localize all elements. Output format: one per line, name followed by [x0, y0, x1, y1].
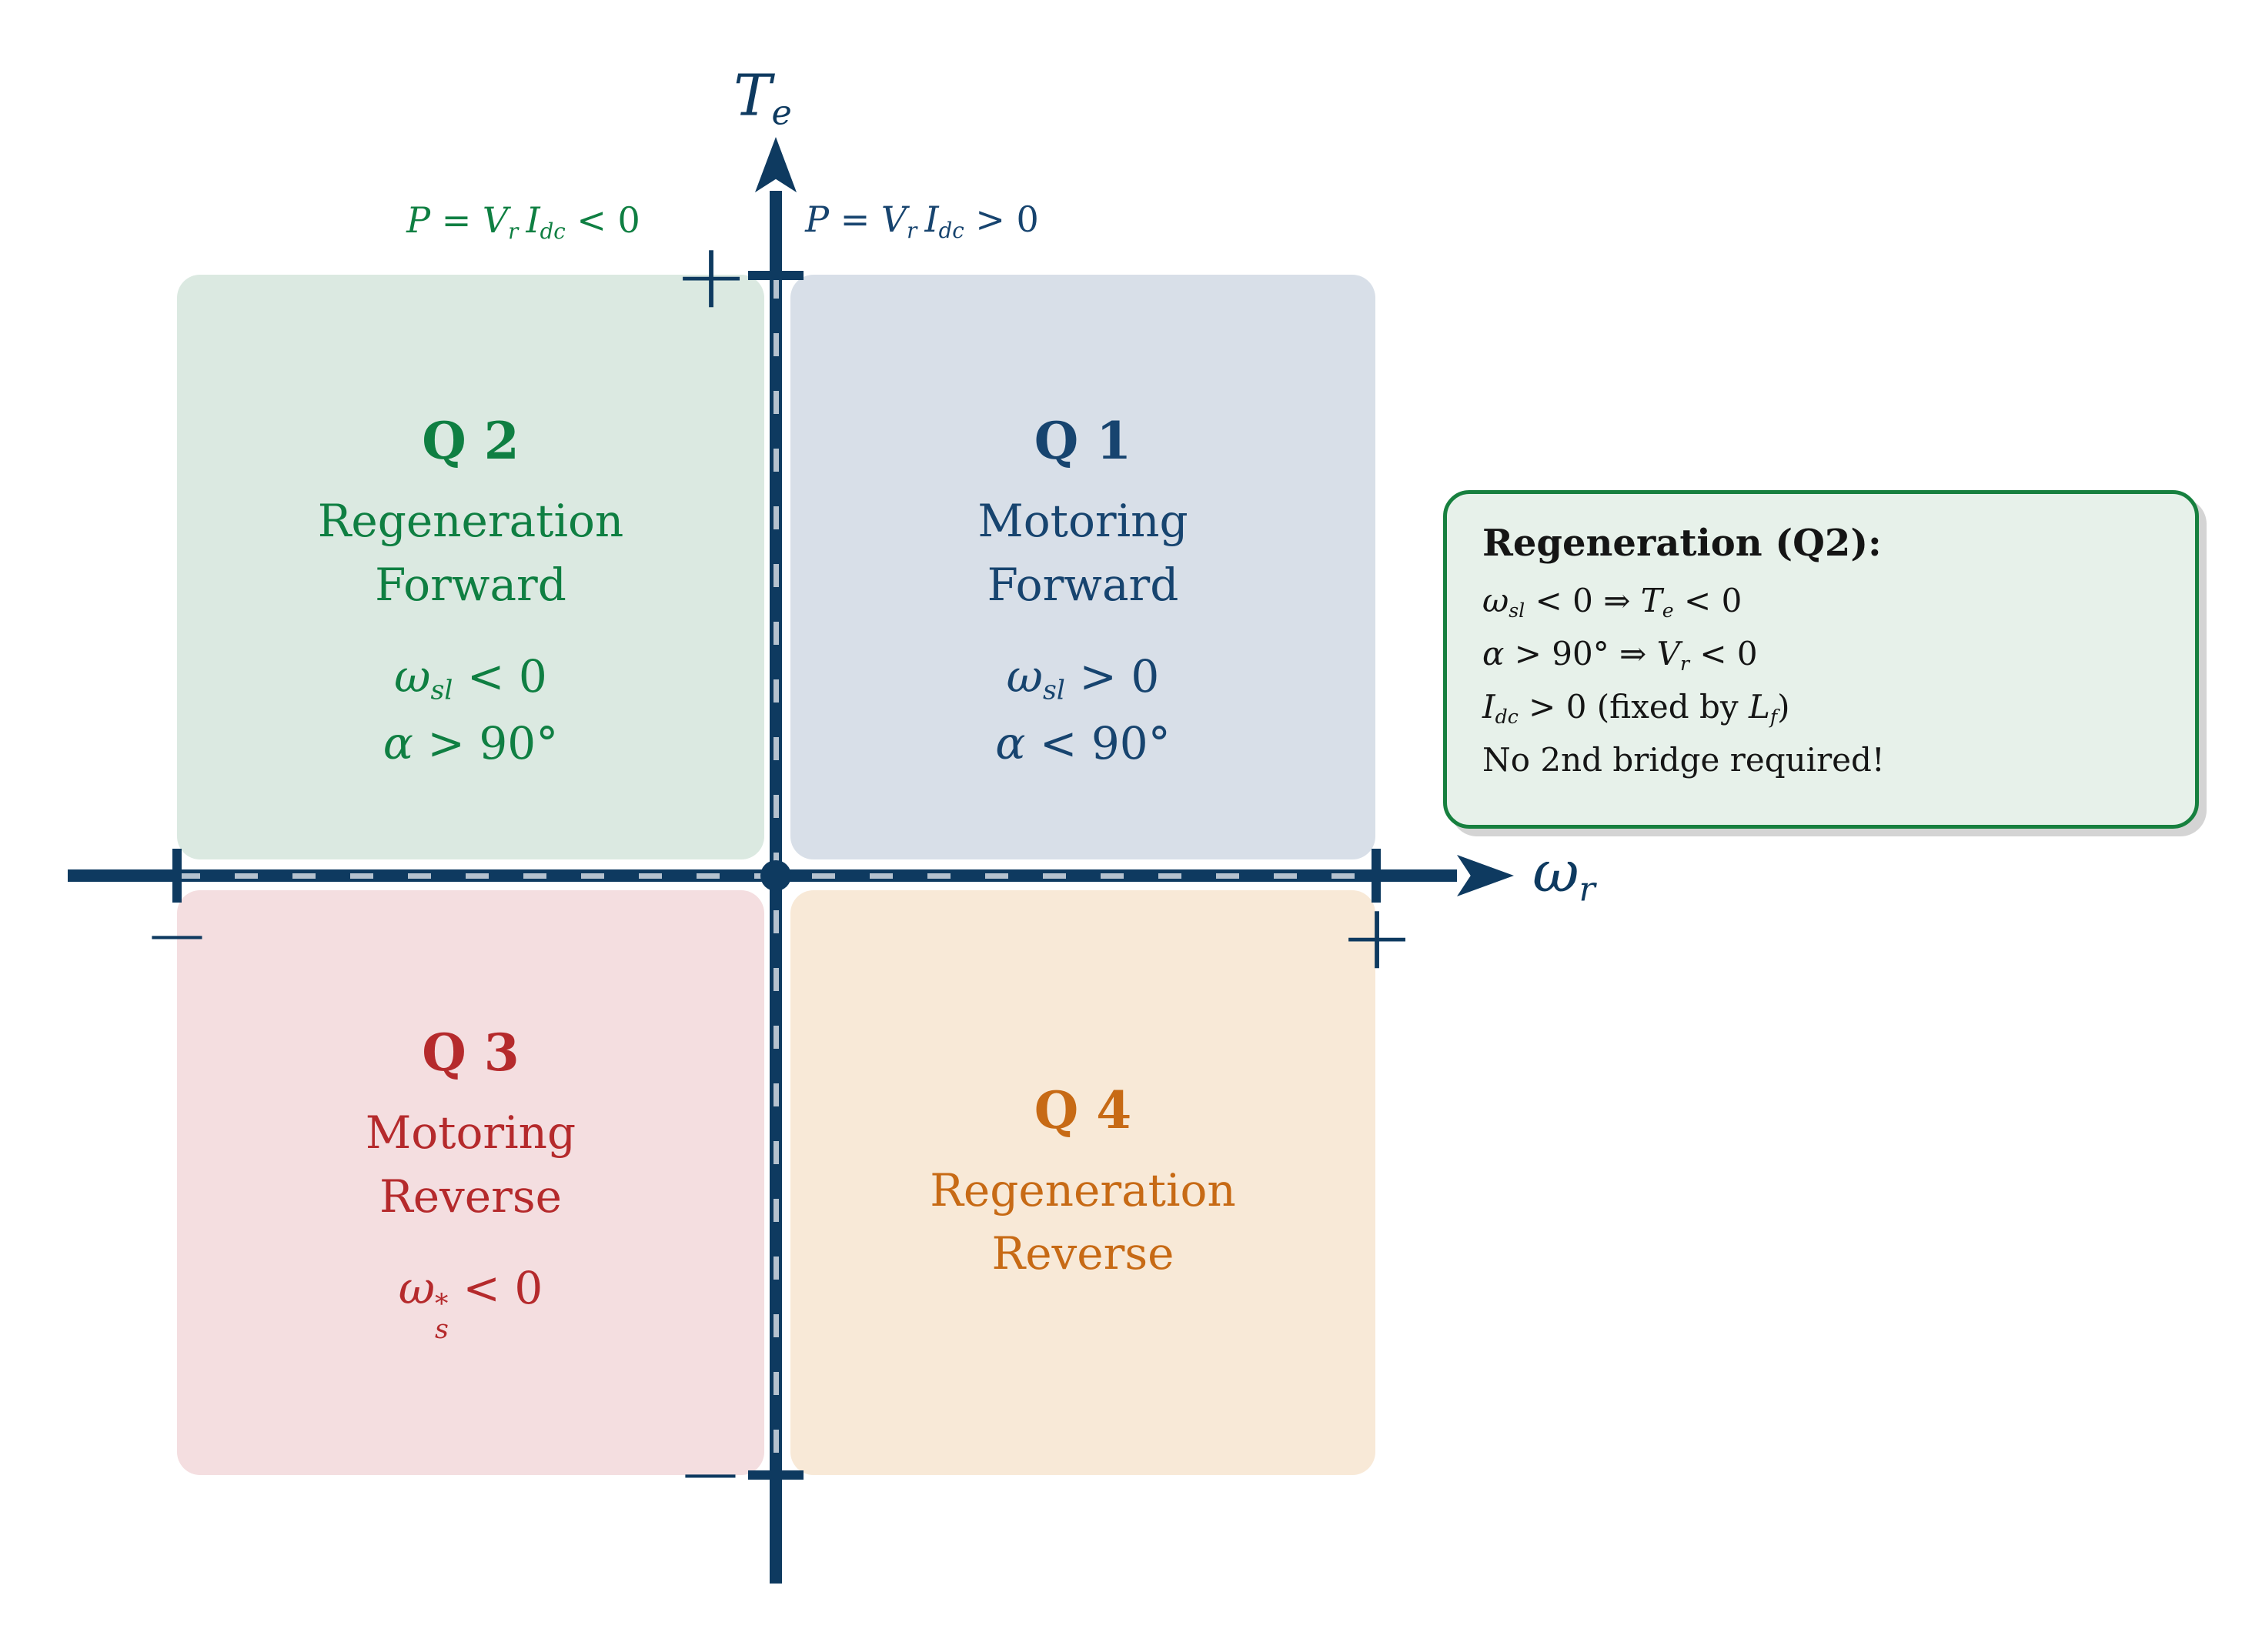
quadrant-q4-box: Q 4 Regeneration Reverse [790, 890, 1375, 1475]
y-axis-arrowhead-icon [755, 137, 797, 192]
quadrant-q1-formula-slip: ωsl > 0 [1006, 649, 1160, 706]
quadrant-q2-box: Q 2 Regeneration Forward ωsl < 0 α > 90° [177, 275, 764, 859]
x-axis-plus-sign: + [1338, 883, 1415, 990]
callout-line-alpha: α > 90° ⇒ Vr < 0 [1482, 635, 1758, 676]
origin-dot [760, 860, 791, 891]
x-axis-left-tick [172, 849, 182, 903]
quadrant-q1-title: Q 1 [1034, 411, 1132, 472]
quadrant-q3-line1: Motoring [365, 1106, 576, 1160]
quadrant-q3-title: Q 3 [422, 1023, 520, 1083]
quadrant-q2-title: Q 2 [422, 411, 520, 472]
quadrant-q1-line1: Motoring [977, 495, 1188, 548]
quadrant-q4-line2: Reverse [991, 1227, 1174, 1280]
quadrant-q3-box: Q 3 Motoring Reverse ω*s < 0 [177, 890, 764, 1475]
callout-line-bridge: No 2nd bridge required! [1482, 741, 1885, 779]
quadrant-q1-box: Q 1 Motoring Forward ωsl > 0 α < 90° [790, 275, 1375, 859]
quadrant-q3-formula-speed-ref: ω*s < 0 [398, 1261, 543, 1345]
quadrant-q1-formula-alpha: α < 90° [995, 716, 1171, 769]
quadrant-q4-title: Q 4 [1034, 1080, 1132, 1140]
quadrant-q2-line1: Regeneration [317, 495, 624, 548]
x-axis-label: ωr [1532, 839, 1595, 909]
quadrant-q4-line1: Regeneration [930, 1163, 1236, 1216]
quadrant-q2-formula-slip: ωsl < 0 [394, 649, 547, 706]
y-axis-minus-sign: − [677, 1427, 744, 1520]
quadrant-q3-line2: Reverse [379, 1170, 562, 1223]
callout-line-current: Idc > 0 (fixed by Lf) [1482, 688, 1790, 729]
y-axis-plus-sign: + [673, 222, 750, 329]
y-axis-bottom-tick [748, 1470, 804, 1480]
x-axis-minus-sign: − [143, 888, 211, 982]
x-axis-right-tick [1372, 849, 1381, 903]
y-axis-label: Te [733, 62, 792, 133]
regeneration-callout-box: Regeneration (Q2): ωsl < 0 ⇒ Te < 0 α > … [1443, 490, 2199, 829]
callout-line-slip: ωsl < 0 ⇒ Te < 0 [1482, 582, 1742, 622]
quadrant-q2-formula-alpha: α > 90° [383, 716, 559, 769]
y-axis-top-tick [748, 271, 804, 280]
callout-title: Regeneration (Q2): [1482, 522, 1882, 565]
quadrant-q1-line2: Forward [987, 558, 1179, 611]
x-axis-arrowhead-icon [1457, 855, 1514, 896]
quadrant-q2-line2: Forward [375, 558, 566, 611]
